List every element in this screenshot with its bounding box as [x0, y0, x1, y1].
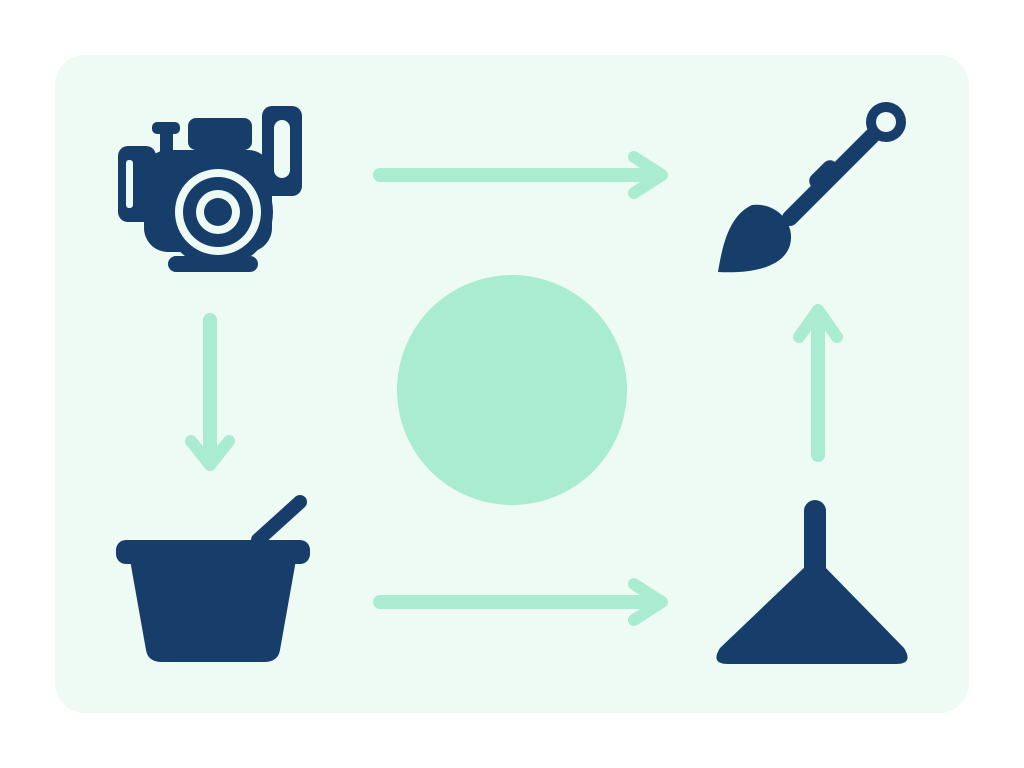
brush-icon: [718, 102, 906, 273]
arrow-engine-to-brush: [373, 151, 668, 199]
engine-icon: [118, 106, 302, 272]
arrow-engine-to-bucket: [185, 313, 235, 471]
center-circle: [397, 275, 627, 505]
arrow-funnel-to-brush: [793, 304, 843, 462]
bucket-icon: [116, 495, 310, 662]
funnel-icon: [716, 500, 908, 664]
arrow-bucket-to-funnel: [373, 578, 668, 626]
